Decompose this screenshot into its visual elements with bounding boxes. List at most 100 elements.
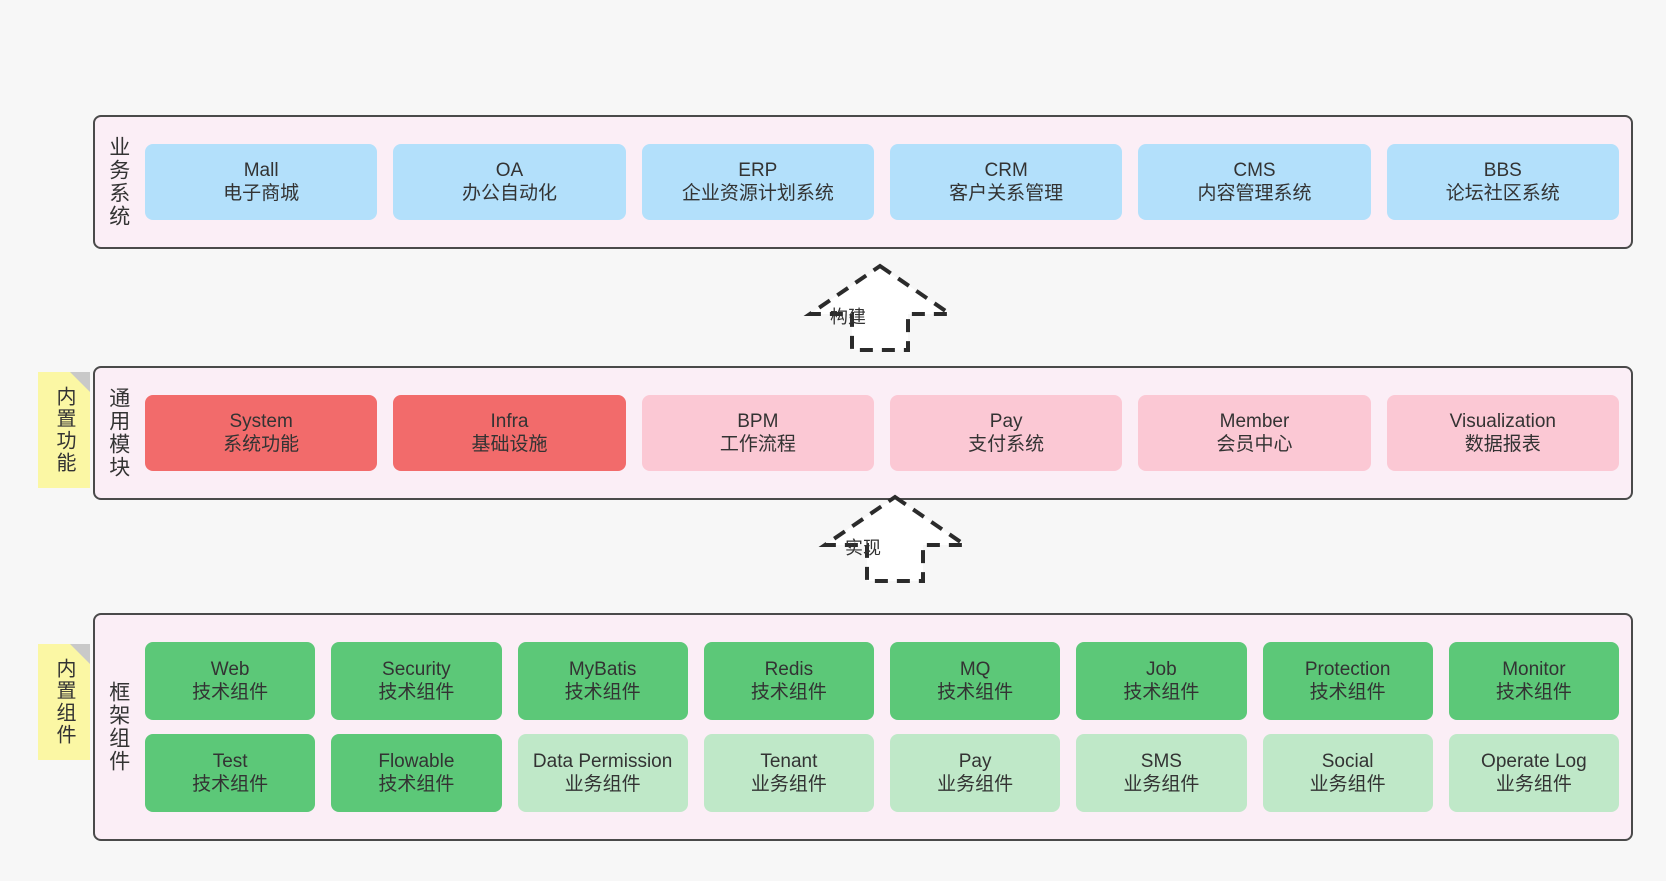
card-protection[interactable]: Protection 技术组件 xyxy=(1262,642,1433,720)
card-subtitle: 技术组件 xyxy=(378,682,455,703)
card-subtitle: 技术组件 xyxy=(192,682,269,703)
card-subtitle: 电子商城 xyxy=(223,183,300,204)
card-title: Redis xyxy=(764,658,814,680)
card-subtitle: 技术组件 xyxy=(378,774,455,795)
sticky-note-builtin-components: 内置组件 xyxy=(38,644,90,760)
card-title: Infra xyxy=(490,410,529,432)
card-security[interactable]: Security 技术组件 xyxy=(331,642,502,720)
card-subtitle: 技术组件 xyxy=(1123,682,1200,703)
connector-build-arrow xyxy=(803,263,957,352)
card-sms[interactable]: SMS 业务组件 xyxy=(1076,734,1247,812)
card-title: Visualization xyxy=(1449,410,1556,432)
card-title: OA xyxy=(495,159,524,181)
card-title: System xyxy=(229,410,293,432)
card-subtitle: 业务组件 xyxy=(1309,774,1386,795)
card-infra[interactable]: Infra 基础设施 xyxy=(393,395,626,471)
card-test[interactable]: Test 技术组件 xyxy=(145,734,316,812)
card-mq[interactable]: MQ 技术组件 xyxy=(890,642,1061,720)
card-title: Pay xyxy=(958,750,992,772)
card-title: BBS xyxy=(1483,159,1522,181)
card-subtitle: 业务组件 xyxy=(750,774,827,795)
card-subtitle: 技术组件 xyxy=(192,774,269,795)
layer-body-framework-components: Web 技术组件 Security 技术组件 MyBatis 技术组件 Redi… xyxy=(141,615,1631,839)
card-subtitle: 业务组件 xyxy=(1495,774,1572,795)
card-title: BPM xyxy=(737,410,779,432)
card-pay-business[interactable]: Pay 业务组件 xyxy=(890,734,1061,812)
card-subtitle: 技术组件 xyxy=(937,682,1014,703)
card-social[interactable]: Social 业务组件 xyxy=(1262,734,1433,812)
connector-build-label: 构建 xyxy=(830,307,866,327)
card-title: MyBatis xyxy=(568,658,637,680)
card-monitor[interactable]: Monitor 技术组件 xyxy=(1448,642,1619,720)
layer-body-common-modules: System 系统功能 Infra 基础设施 BPM 工作流程 Pay 支付系统… xyxy=(141,368,1631,498)
card-cms[interactable]: CMS 内容管理系统 xyxy=(1138,144,1371,220)
card-title: CRM xyxy=(984,159,1028,181)
card-operate-log[interactable]: Operate Log 业务组件 xyxy=(1448,734,1619,812)
card-row: Web 技术组件 Security 技术组件 MyBatis 技术组件 Redi… xyxy=(145,642,1619,720)
card-erp[interactable]: ERP 企业资源计划系统 xyxy=(641,144,874,220)
card-row: Test 技术组件 Flowable 技术组件 Data Permission … xyxy=(145,734,1619,812)
card-tenant[interactable]: Tenant 业务组件 xyxy=(703,734,874,812)
layer-common-modules: 通用模块 System 系统功能 Infra 基础设施 BPM 工作流程 Pay… xyxy=(93,366,1633,500)
card-subtitle: 业务组件 xyxy=(937,774,1014,795)
card-subtitle: 业务组件 xyxy=(564,774,641,795)
card-row: Mall 电子商城 OA 办公自动化 ERP 企业资源计划系统 CRM 客户关系… xyxy=(145,144,1619,220)
card-title: Operate Log xyxy=(1481,750,1587,772)
card-title: CMS xyxy=(1233,159,1276,181)
card-web[interactable]: Web 技术组件 xyxy=(145,642,316,720)
card-title: Social xyxy=(1321,750,1374,772)
note-fold-icon xyxy=(70,644,90,664)
layer-title-framework-components: 框架组件 xyxy=(106,681,130,773)
card-bbs[interactable]: BBS 论坛社区系统 xyxy=(1386,144,1619,220)
card-subtitle: 办公自动化 xyxy=(461,183,557,204)
card-row: System 系统功能 Infra 基础设施 BPM 工作流程 Pay 支付系统… xyxy=(145,395,1619,471)
card-redis[interactable]: Redis 技术组件 xyxy=(703,642,874,720)
card-bpm[interactable]: BPM 工作流程 xyxy=(641,395,874,471)
card-member[interactable]: Member 会员中心 xyxy=(1138,395,1371,471)
card-mall[interactable]: Mall 电子商城 xyxy=(145,144,378,220)
card-title: Web xyxy=(210,658,250,680)
card-job[interactable]: Job 技术组件 xyxy=(1076,642,1247,720)
card-subtitle: 支付系统 xyxy=(968,434,1045,455)
card-title: Job xyxy=(1146,658,1177,680)
card-crm[interactable]: CRM 客户关系管理 xyxy=(889,144,1123,220)
card-system[interactable]: System 系统功能 xyxy=(145,395,378,471)
layer-body-business-systems: Mall 电子商城 OA 办公自动化 ERP 企业资源计划系统 CRM 客户关系… xyxy=(141,117,1631,247)
note-fold-icon xyxy=(70,372,90,392)
sticky-note-label: 内置功能 xyxy=(53,386,75,474)
layer-title-common-modules: 通用模块 xyxy=(106,387,130,479)
card-visualization[interactable]: Visualization 数据报表 xyxy=(1386,395,1619,471)
card-subtitle: 技术组件 xyxy=(1309,682,1386,703)
card-subtitle: 业务组件 xyxy=(1123,774,1200,795)
card-title: Data Permission xyxy=(532,750,673,772)
card-oa[interactable]: OA 办公自动化 xyxy=(393,144,626,220)
card-title: Test xyxy=(212,750,248,772)
card-title: ERP xyxy=(738,159,778,181)
card-title: Mall xyxy=(243,159,279,181)
card-title: MQ xyxy=(959,658,991,680)
card-subtitle: 基础设施 xyxy=(471,434,548,455)
card-title: SMS xyxy=(1140,750,1182,772)
card-data-permission[interactable]: Data Permission 业务组件 xyxy=(517,734,688,812)
card-title: Tenant xyxy=(760,750,818,772)
connector-implement-arrow xyxy=(818,494,972,583)
card-flowable[interactable]: Flowable 技术组件 xyxy=(331,734,502,812)
card-title: Protection xyxy=(1304,658,1391,680)
card-subtitle: 论坛社区系统 xyxy=(1445,183,1560,204)
card-title: Flowable xyxy=(378,750,455,772)
card-subtitle: 客户关系管理 xyxy=(949,183,1064,204)
card-title: Member xyxy=(1219,410,1290,432)
sticky-note-label: 内置组件 xyxy=(53,658,75,746)
layer-title-business-systems: 业务系统 xyxy=(106,136,130,228)
connector-implement-label: 实现 xyxy=(845,538,881,558)
layer-framework-components: 框架组件 Web 技术组件 Security 技术组件 MyBatis 技术组件… xyxy=(93,613,1633,841)
card-subtitle: 会员中心 xyxy=(1216,434,1293,455)
card-subtitle: 技术组件 xyxy=(564,682,641,703)
connector-build: 构建 xyxy=(800,262,960,352)
connector-implement: 实现 xyxy=(815,493,975,583)
card-subtitle: 企业资源计划系统 xyxy=(681,183,834,204)
card-title: Pay xyxy=(989,410,1023,432)
card-mybatis[interactable]: MyBatis 技术组件 xyxy=(517,642,688,720)
card-title: Monitor xyxy=(1502,658,1566,680)
card-pay[interactable]: Pay 支付系统 xyxy=(889,395,1123,471)
